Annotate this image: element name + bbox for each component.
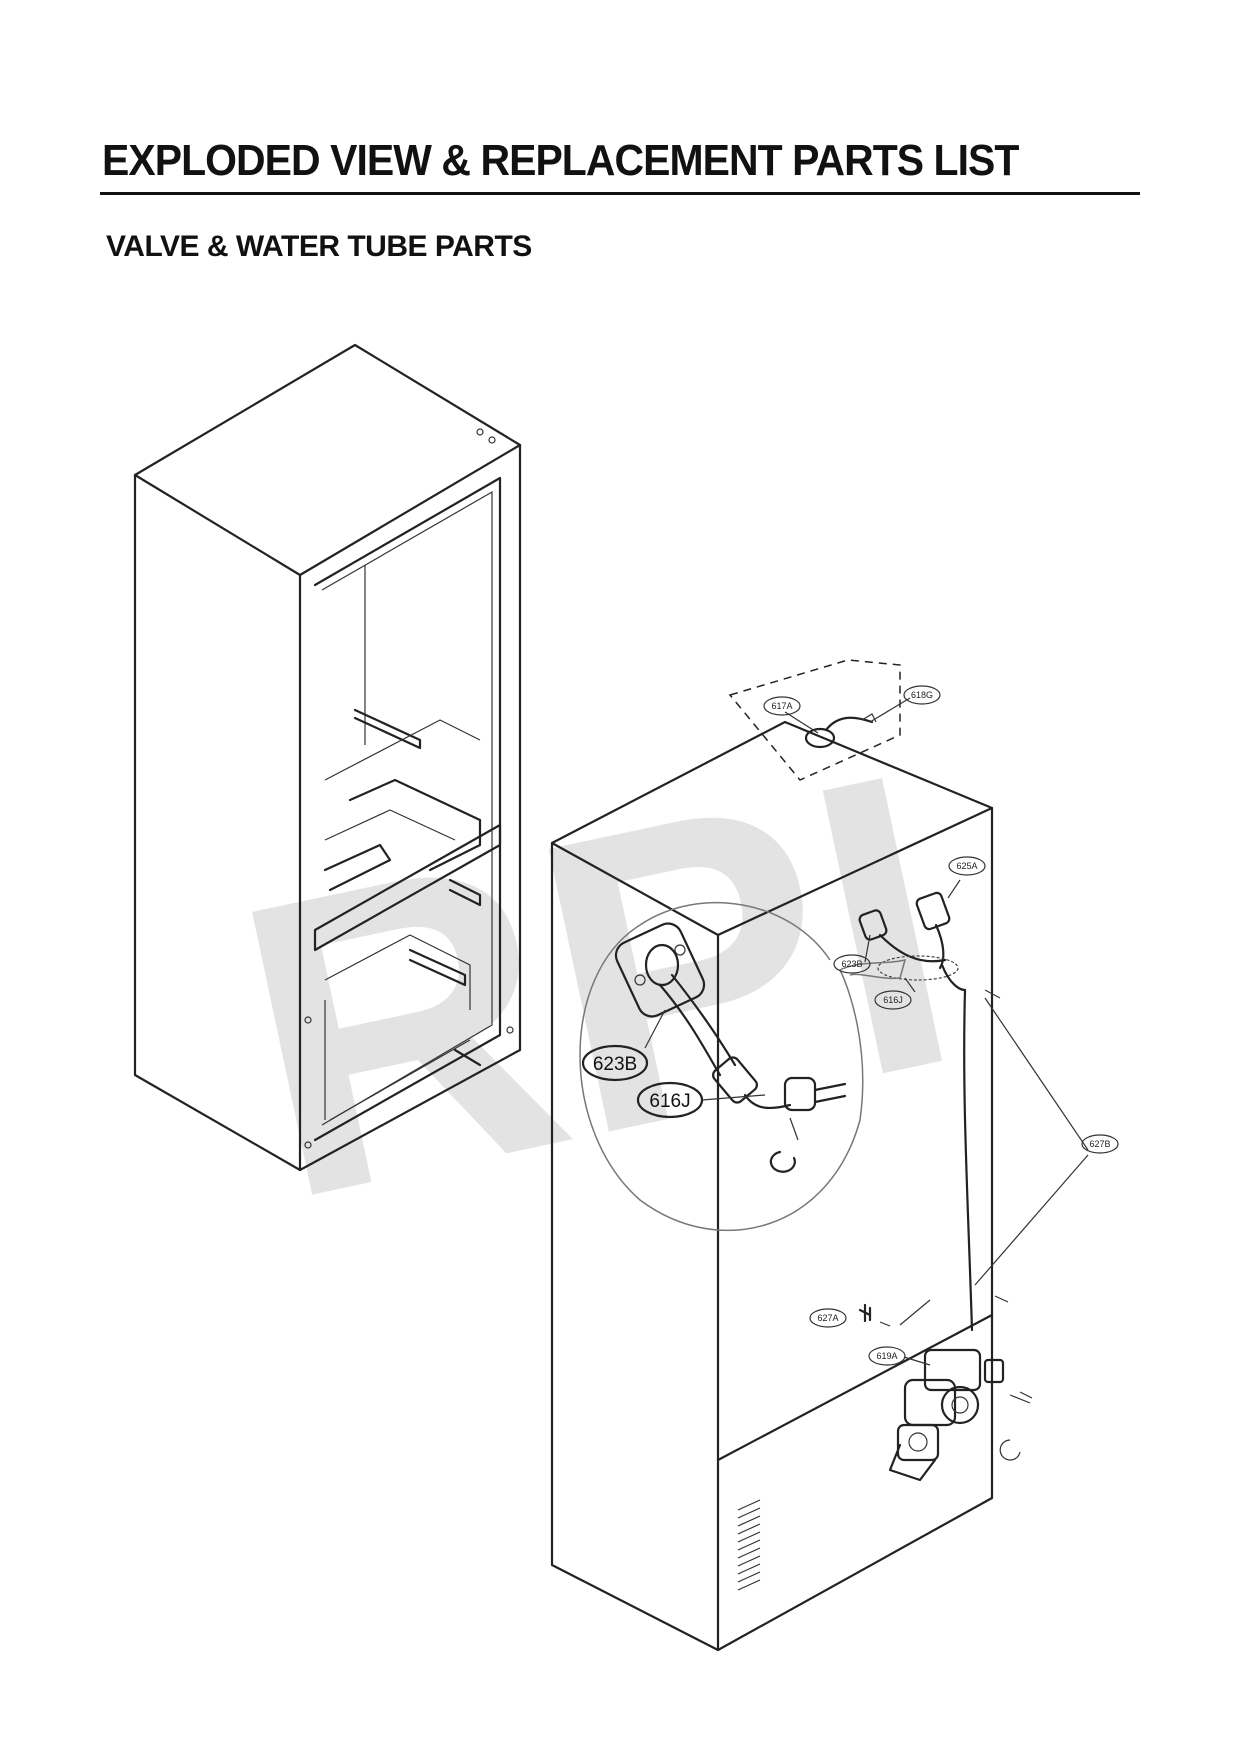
callout-627A: 627A bbox=[809, 1308, 847, 1328]
svg-text:616J: 616J bbox=[883, 995, 903, 1005]
svg-text:623B: 623B bbox=[593, 1054, 637, 1075]
svg-text:618G: 618G bbox=[911, 690, 933, 700]
title-rule bbox=[100, 192, 1140, 195]
svg-text:617A: 617A bbox=[771, 701, 792, 711]
page-title: EXPLODED VIEW & REPLACEMENT PARTS LIST bbox=[102, 136, 1019, 185]
callout-616J-small: 616J bbox=[874, 990, 912, 1010]
callout-623B-large: 623B bbox=[593, 1054, 637, 1075]
watermark: RPI bbox=[206, 684, 988, 1288]
svg-text:627A: 627A bbox=[817, 1313, 838, 1323]
detail-magnifier bbox=[579, 901, 907, 1231]
callout-616J-large: 616J bbox=[649, 1091, 690, 1112]
callout-617A: 617A bbox=[763, 696, 801, 716]
vent-grille bbox=[737, 1499, 761, 1591]
section-title: VALVE & WATER TUBE PARTS bbox=[106, 230, 532, 263]
svg-text:625A: 625A bbox=[956, 861, 977, 871]
callout-625A: 625A bbox=[948, 856, 986, 876]
callout-627B: 627B bbox=[1081, 1134, 1119, 1154]
callout-618G: 618G bbox=[903, 685, 941, 705]
svg-text:616J: 616J bbox=[649, 1091, 690, 1112]
svg-text:619A: 619A bbox=[876, 1351, 897, 1361]
water-valve-assembly bbox=[888, 1348, 1031, 1482]
svg-text:627B: 627B bbox=[1089, 1139, 1110, 1149]
svg-text:623B: 623B bbox=[841, 959, 862, 969]
rear-cabinet bbox=[550, 659, 1089, 1652]
callout-623B-small: 623B bbox=[833, 954, 871, 974]
front-cabinet bbox=[133, 343, 522, 1172]
top-detail-outline bbox=[728, 659, 901, 781]
callout-619A: 619A bbox=[868, 1346, 906, 1366]
